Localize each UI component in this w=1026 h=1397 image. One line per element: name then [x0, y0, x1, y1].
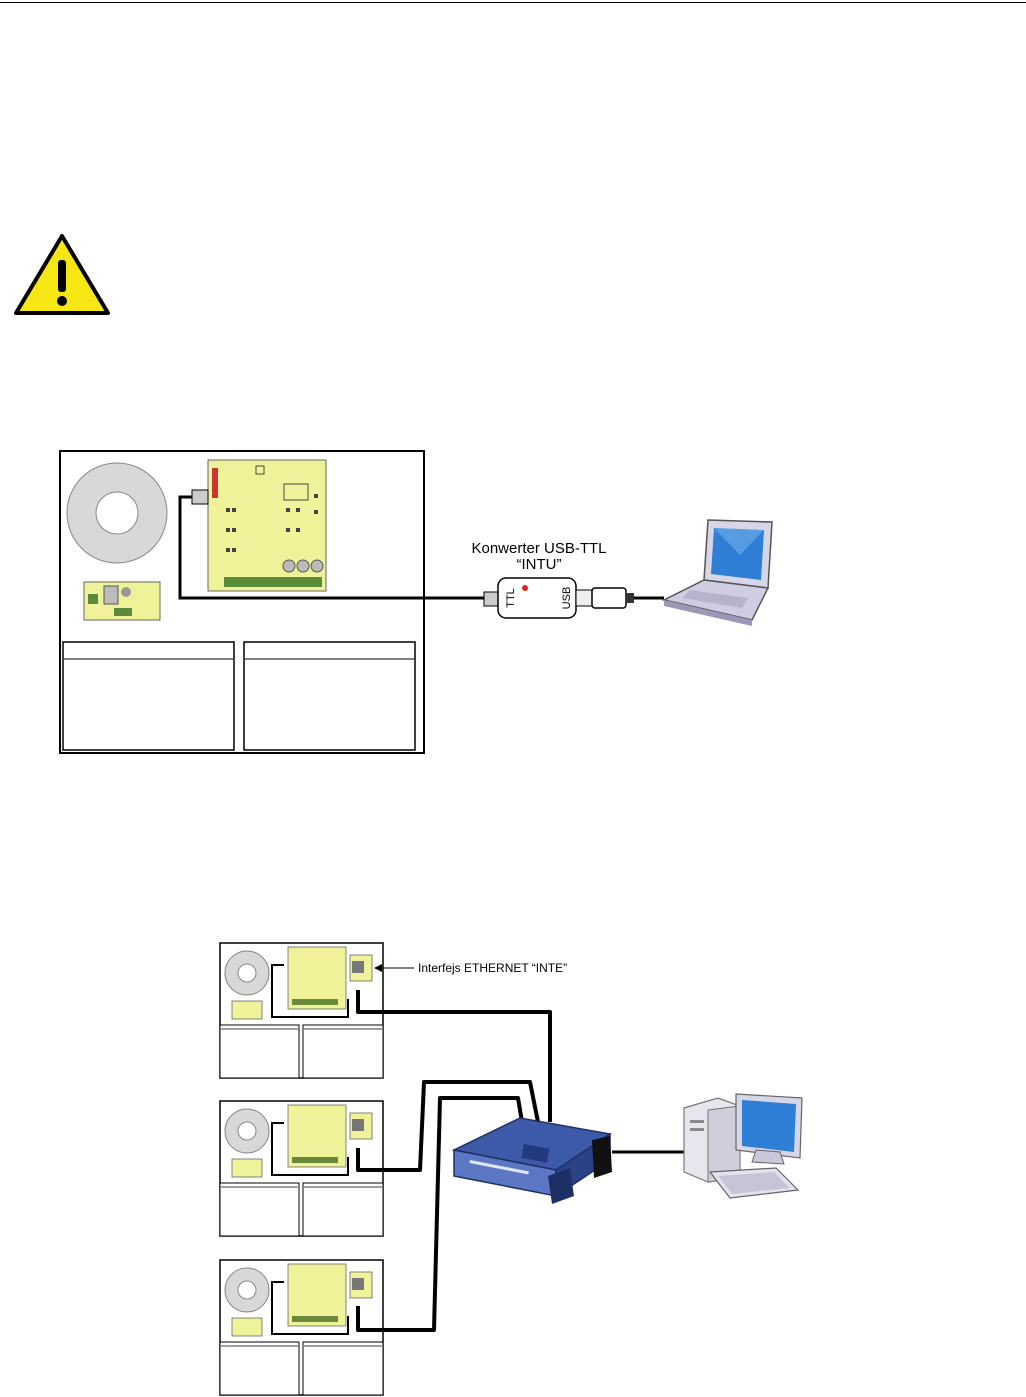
converter-label-line1: Konwerter USB-TTL [471, 540, 606, 557]
usb-ttl-diagram: TTL USB Konwerter USB-TTL “INTU” [60, 451, 772, 753]
usb-ttl-converter: TTL USB [484, 578, 592, 618]
battery-right [244, 642, 415, 750]
router-icon [454, 1118, 612, 1204]
desktop-computer-icon [684, 1094, 802, 1198]
usb-port-label: USB [561, 587, 573, 610]
warning-icon [16, 236, 108, 313]
psu-enclosure [60, 451, 424, 753]
ethernet-interface-label: Interfejs ETHERNET “INTE” [418, 961, 567, 975]
laptop-icon [664, 520, 772, 626]
pcb-connector [192, 490, 208, 504]
battery-left [63, 642, 234, 750]
status-led [522, 585, 528, 591]
usb-plug [592, 588, 626, 608]
small-module-board [84, 582, 160, 620]
converter-label-line2: “INTU” [517, 556, 562, 573]
main-pcb-board [208, 460, 326, 591]
ttl-port-label: TTL [505, 588, 517, 608]
ethernet-diagram: Interfejs ETHERNET “INTE” [220, 943, 802, 1395]
